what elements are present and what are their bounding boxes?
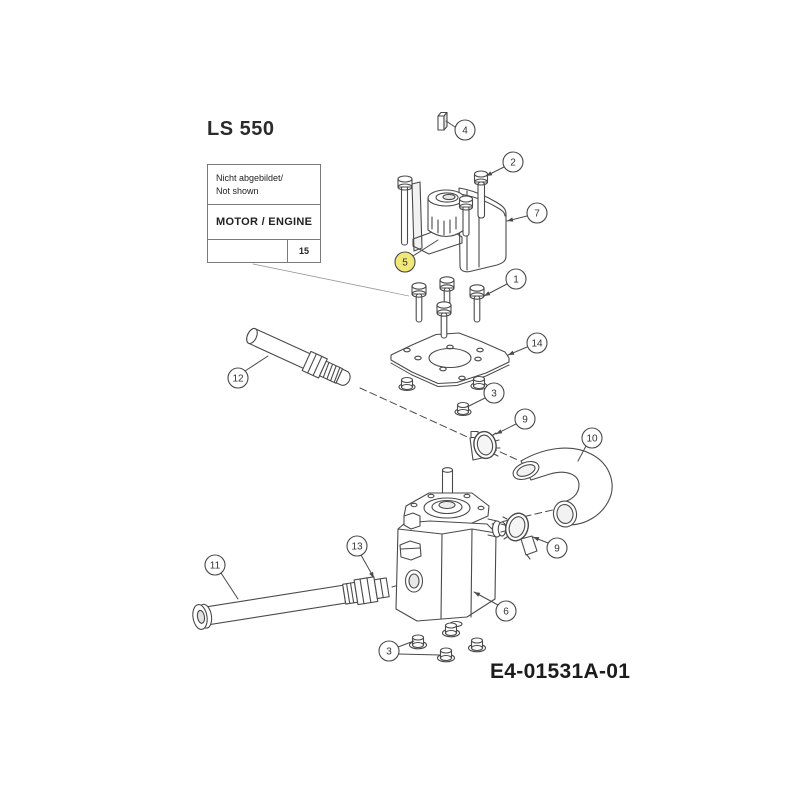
svg-text:13: 13 <box>351 542 363 553</box>
part-2-bolt <box>473 170 489 219</box>
part-9-clamp-lower <box>500 512 538 560</box>
info-table-bottom-row: 15 <box>208 240 320 262</box>
callout-circle <box>495 600 517 622</box>
callout-7: 7 <box>506 202 548 224</box>
callout-12: 12 <box>227 355 269 389</box>
callout-circle <box>526 202 548 224</box>
part-3-nuts-upper <box>398 375 488 417</box>
callout-circle <box>346 535 368 557</box>
drawing-number: E4-01531A-01 <box>490 660 631 683</box>
svg-text:4: 4 <box>462 126 468 137</box>
part-5-coupling <box>397 175 474 255</box>
callout-circle <box>454 119 476 141</box>
part-4-key <box>437 111 448 131</box>
callout-circle-highlighted <box>394 251 416 273</box>
callout-circle <box>378 640 400 662</box>
svg-text:3: 3 <box>386 647 392 658</box>
svg-text:9: 9 <box>522 415 528 426</box>
part-10-hose <box>512 447 613 528</box>
callout-circle <box>204 554 226 576</box>
callout-10: 10 <box>577 427 603 462</box>
callout-3: 3 <box>466 382 505 408</box>
table-leader-line <box>252 263 410 297</box>
callout-circle <box>502 151 524 173</box>
part-11-tube <box>192 581 359 630</box>
callout-circle <box>227 367 249 389</box>
svg-text:12: 12 <box>232 374 244 385</box>
callout-circle <box>526 332 548 354</box>
item-number-cell: 15 <box>287 240 320 262</box>
not-shown-line1: Nicht abgebildet/ <box>216 173 284 183</box>
callout-14: 14 <box>507 332 548 356</box>
svg-text:10: 10 <box>586 434 598 445</box>
callout-11: 11 <box>204 554 239 600</box>
callout-3: 3 <box>378 640 441 662</box>
info-table: Nicht abgebildet/ Not shown MOTOR / ENGI… <box>207 164 321 263</box>
callout-circle <box>505 268 527 290</box>
svg-text:9: 9 <box>554 544 560 555</box>
svg-text:6: 6 <box>503 607 509 618</box>
callout-1: 1 <box>483 268 527 297</box>
svg-text:5: 5 <box>402 258 408 269</box>
callout-circle <box>581 427 603 449</box>
part-9-clamp-upper <box>469 430 501 461</box>
part-1-bolts <box>411 276 485 339</box>
part-6-pump <box>395 467 507 628</box>
callout-6: 6 <box>473 591 517 622</box>
callout-5: 5 <box>394 239 439 273</box>
part-13-fitting <box>353 576 390 606</box>
svg-text:7: 7 <box>534 209 540 220</box>
callout-4: 4 <box>445 119 476 141</box>
svg-text:2: 2 <box>510 158 516 169</box>
part-3-nuts-lower <box>408 622 487 663</box>
callout-circle <box>546 537 568 559</box>
part-12-tube <box>246 327 351 386</box>
callout-9: 9 <box>495 408 536 435</box>
svg-text:3: 3 <box>491 389 497 400</box>
callout-9: 9 <box>532 536 568 559</box>
callout-13: 13 <box>346 535 375 579</box>
svg-text:14: 14 <box>531 339 543 350</box>
page-title: LS 550 <box>207 118 275 140</box>
part-14-plate <box>390 332 510 387</box>
not-shown-label: Nicht abgebildet/ Not shown <box>208 165 320 205</box>
callout-circle <box>514 408 536 430</box>
svg-text:11: 11 <box>210 561 221 572</box>
category-label: MOTOR / ENGINE <box>208 205 320 240</box>
callout-2: 2 <box>485 151 524 177</box>
not-shown-line2: Not shown <box>216 185 259 196</box>
callout-circle <box>483 382 505 404</box>
svg-text:1: 1 <box>513 275 519 286</box>
callout-layer: 4 2 7 5 1 14 12 3 9 10 9 13 11 6 3 <box>204 119 603 662</box>
